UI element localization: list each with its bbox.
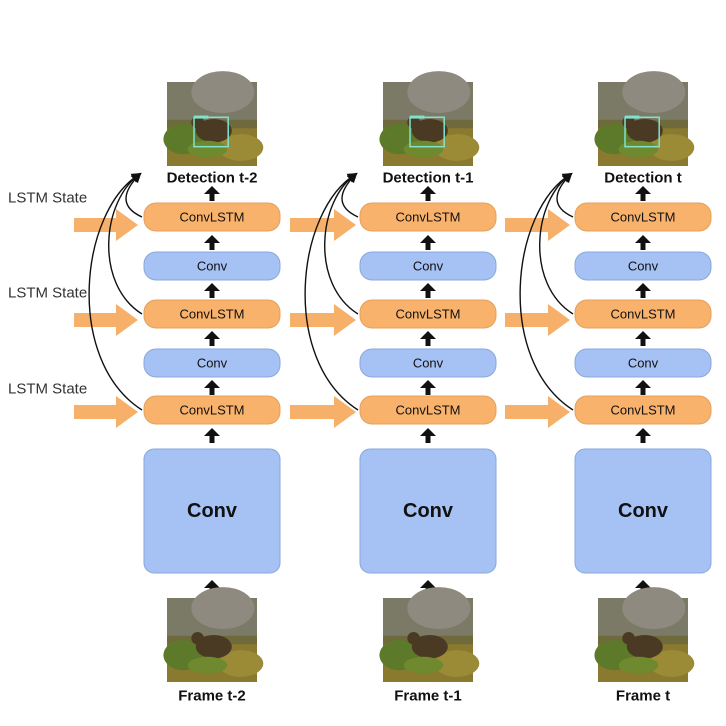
- convlstm-block: ConvLSTM: [574, 202, 712, 232]
- up-arrow: [420, 186, 436, 201]
- skip-curve-mid: [324, 172, 359, 315]
- base-conv-block: Conv: [359, 448, 497, 574]
- up-arrow: [635, 283, 651, 298]
- convlstm-block: ConvLSTM: [359, 202, 497, 232]
- conv-label: Conv: [628, 259, 659, 274]
- conv-block: Conv: [359, 348, 497, 378]
- convlstm-block: ConvLSTM: [143, 202, 281, 232]
- state-arrow-in-1: [74, 304, 138, 336]
- state-arrow-b-2: [505, 396, 570, 428]
- lstm-state-label: LSTM State: [8, 190, 87, 207]
- detection-image: [379, 71, 480, 166]
- convlstm-block: ConvLSTM: [359, 299, 497, 329]
- up-arrow: [420, 235, 436, 250]
- state-arrow-a-2: [290, 396, 356, 428]
- convlstm-label: ConvLSTM: [610, 210, 675, 225]
- up-arrow: [635, 186, 651, 201]
- base-conv-label: Conv: [187, 500, 238, 522]
- convlstm-label: ConvLSTM: [610, 307, 675, 322]
- convlstm-label: ConvLSTM: [610, 403, 675, 418]
- detection-image: [163, 71, 264, 166]
- up-arrow: [204, 283, 220, 298]
- skip-curve-top: [341, 172, 359, 218]
- bounding-box: [624, 116, 660, 148]
- up-arrow: [204, 380, 220, 395]
- frame-label: Frame t: [616, 688, 670, 705]
- detection-image: [594, 71, 695, 166]
- base-conv-label: Conv: [403, 500, 454, 522]
- state-arrow-in-0: [74, 209, 138, 241]
- convlstm-label: ConvLSTM: [395, 210, 460, 225]
- skip-curve-bottom: [88, 172, 143, 411]
- convlstm-block: ConvLSTM: [574, 395, 712, 425]
- conv-block: Conv: [574, 348, 712, 378]
- detection-label: Detection t-2: [167, 170, 258, 187]
- lstm-state-label: LSTM State: [8, 381, 87, 398]
- up-arrow: [635, 380, 651, 395]
- convlstm-block: ConvLSTM: [143, 395, 281, 425]
- bounding-box: [409, 116, 445, 148]
- conv-label: Conv: [413, 259, 444, 274]
- convlstm-block: ConvLSTM: [574, 299, 712, 329]
- conv-label: Conv: [628, 356, 659, 371]
- skip-curve-bottom: [519, 172, 574, 411]
- convlstm-label: ConvLSTM: [179, 307, 244, 322]
- up-arrow: [204, 428, 220, 443]
- convlstm-label: ConvLSTM: [395, 307, 460, 322]
- frame-image: [163, 587, 264, 682]
- convlstm-block: ConvLSTM: [143, 299, 281, 329]
- convlstm-label: ConvLSTM: [395, 403, 460, 418]
- frame-label: Frame t-1: [394, 688, 462, 705]
- column-0: Detection t-2ConvLSTMConvConvLSTMConvCon…: [143, 71, 281, 705]
- column-2: Detection tConvLSTMConvConvLSTMConvConvL…: [574, 71, 712, 705]
- convlstm-label: ConvLSTM: [179, 210, 244, 225]
- skip-curve-top: [125, 172, 143, 218]
- up-arrow: [204, 331, 220, 346]
- state-arrow-b-1: [505, 304, 570, 336]
- base-conv-block: Conv: [143, 448, 281, 574]
- base-conv-block: Conv: [574, 448, 712, 574]
- frame-image: [379, 587, 480, 682]
- up-arrow: [635, 235, 651, 250]
- up-arrow: [204, 235, 220, 250]
- detection-label: Detection t-1: [383, 170, 474, 187]
- column-1: Detection t-1ConvLSTMConvConvLSTMConvCon…: [359, 71, 497, 705]
- conv-label: Conv: [197, 259, 228, 274]
- bounding-box: [193, 116, 229, 148]
- up-arrow: [420, 428, 436, 443]
- skip-curve-bottom: [304, 172, 359, 411]
- conv-block: Conv: [143, 348, 281, 378]
- conv-block: Conv: [574, 251, 712, 281]
- convlstm-block: ConvLSTM: [359, 395, 497, 425]
- up-arrow: [635, 428, 651, 443]
- detection-label: Detection t: [604, 170, 682, 187]
- conv-block: Conv: [143, 251, 281, 281]
- state-arrow-b-0: [505, 209, 570, 241]
- lstm-state-label: LSTM State: [8, 285, 87, 302]
- skip-curve-top: [556, 172, 574, 218]
- up-arrow: [635, 331, 651, 346]
- up-arrow: [420, 380, 436, 395]
- state-arrow-a-0: [290, 209, 356, 241]
- frame-image: [594, 587, 695, 682]
- conv-label: Conv: [197, 356, 228, 371]
- conv-block: Conv: [359, 251, 497, 281]
- state-arrow-in-2: [74, 396, 138, 428]
- skip-curve-mid: [108, 172, 143, 315]
- conv-label: Conv: [413, 356, 444, 371]
- convlstm-label: ConvLSTM: [179, 403, 244, 418]
- frame-label: Frame t-2: [178, 688, 246, 705]
- up-arrow: [420, 283, 436, 298]
- up-arrow: [204, 186, 220, 201]
- skip-curve-mid: [539, 172, 574, 315]
- up-arrow: [420, 331, 436, 346]
- base-conv-label: Conv: [618, 500, 669, 522]
- state-arrow-a-1: [290, 304, 356, 336]
